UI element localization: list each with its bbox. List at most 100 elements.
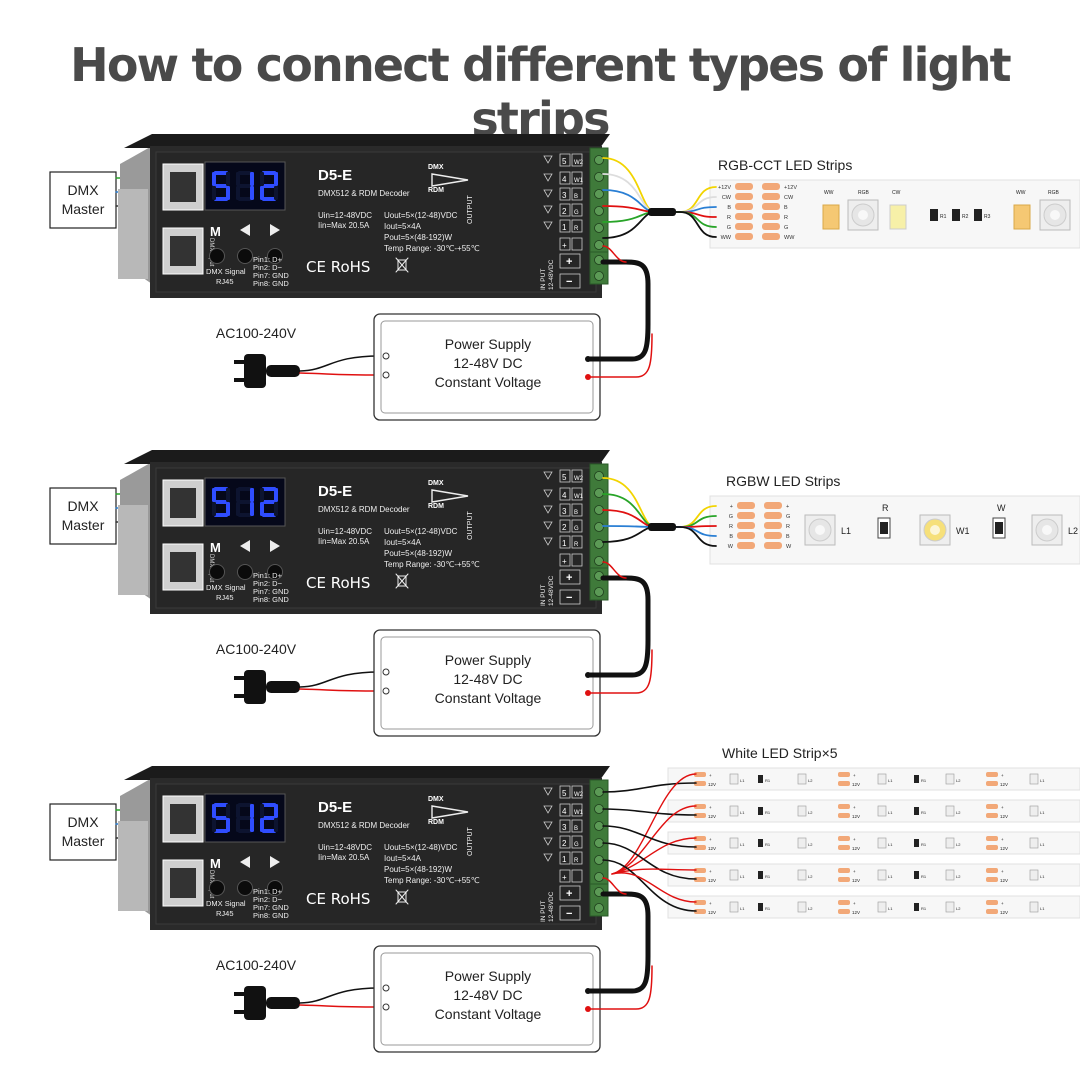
terminal-number-box — [559, 219, 571, 233]
solder-pad — [735, 213, 753, 220]
led-chip — [1029, 837, 1039, 849]
button-m-label: M — [210, 540, 221, 555]
led-label: L2 — [808, 810, 813, 815]
dc-wire-red — [587, 649, 653, 694]
controller-lid — [124, 134, 610, 148]
terminal-screw — [594, 539, 604, 549]
terminal-number: 3 — [562, 191, 567, 200]
pad-label: 12V — [852, 910, 860, 915]
display-segment — [226, 172, 230, 186]
terminal-number: 4 — [562, 175, 567, 184]
resistor-chip — [914, 775, 919, 783]
display-segment — [262, 197, 276, 201]
terminal-number: 2 — [562, 523, 567, 532]
dmx-master-box — [49, 803, 117, 861]
solder-pad — [694, 836, 706, 841]
input-terminal-symbol: − — [566, 592, 572, 604]
signal-label: DMX Signal — [206, 267, 246, 276]
spec-right: Iout=5×4A — [384, 854, 422, 863]
led-chip — [877, 837, 887, 849]
spec-right: Uout=5×(12-48)VDC — [384, 211, 458, 220]
display-segment — [250, 172, 254, 186]
solder-pad — [986, 845, 998, 850]
display-segment — [250, 804, 254, 818]
terminal-number-box — [559, 785, 571, 799]
terminal-code-box — [571, 785, 583, 799]
display-segment — [226, 186, 230, 200]
led-label: L1 — [888, 778, 893, 783]
control-button-1 — [209, 248, 225, 264]
led-core — [1050, 210, 1060, 220]
display-segment — [226, 488, 230, 502]
terminal-code: W1 — [574, 810, 584, 816]
weee-bin-icon — [397, 259, 407, 271]
display-segment — [212, 172, 216, 186]
model-subtitle: DMX512 & RDM Decoder — [318, 189, 410, 198]
solder-pad — [694, 813, 706, 818]
terminal-number-box — [559, 851, 571, 865]
dmx-master-label: DMX — [67, 182, 99, 198]
strip-wire — [602, 493, 717, 528]
display-segment — [226, 502, 230, 516]
strip-wire-red — [611, 837, 697, 875]
led-chip — [729, 901, 739, 913]
warm-white-led — [1013, 204, 1031, 230]
diode-icon — [543, 837, 553, 846]
led-label: RGB — [858, 190, 870, 196]
pad-label: 12V — [708, 782, 716, 787]
strip-title: White LED Strip×5 — [722, 745, 838, 761]
pin-label: Pin7: GND — [253, 271, 289, 280]
power-supply-inner — [380, 320, 594, 414]
led-label: L1 — [888, 842, 893, 847]
terminal-code: W1 — [574, 178, 584, 184]
power-supply-label: Power Supply — [445, 652, 531, 668]
terminal-code: W2 — [574, 160, 584, 166]
input-terminal-symbol: − — [566, 908, 572, 920]
spec-left: Uin=12-48VDC — [318, 211, 372, 220]
pad-label: + — [730, 504, 733, 510]
terminal-code-box — [571, 487, 583, 501]
led-chip — [877, 773, 887, 785]
terminal-number-box — [559, 803, 571, 817]
signal-label: DMX Signal — [206, 583, 246, 592]
arrow-left-icon — [240, 540, 250, 552]
cert-label: CE RoHS — [306, 258, 370, 276]
input-terminal-symbol: + — [566, 888, 572, 900]
ac-wire-red — [299, 372, 381, 376]
display-segment — [274, 186, 278, 200]
terminal-number-box — [559, 519, 571, 533]
arrow-left-icon — [240, 856, 250, 868]
spec-left: Uin=12-48VDC — [318, 527, 372, 536]
terminal-screw — [594, 838, 604, 848]
terminal-screw — [594, 471, 604, 481]
power-supply-label: 12-48V DC — [453, 355, 522, 371]
terminal-number-box — [559, 869, 571, 883]
solder-pad — [694, 781, 706, 786]
display-segment — [262, 803, 276, 807]
terminal-number: 3 — [562, 507, 567, 516]
solder-pad — [838, 909, 850, 914]
pad-label: + — [1001, 869, 1004, 874]
led-label: L2 — [808, 906, 813, 911]
pin-label: Pin8: GND — [253, 279, 289, 288]
terminal-code-box — [571, 869, 583, 883]
ac-input-label: AC100-240V — [216, 325, 297, 341]
led-label: L2 — [956, 874, 961, 879]
weee-cross — [395, 889, 409, 905]
pad-label: + — [853, 901, 856, 906]
display-segment — [250, 186, 254, 200]
led-label: L1 — [740, 842, 745, 847]
input-label: IN PUT — [540, 901, 547, 922]
pad-label: CW — [784, 195, 794, 201]
led-label: WW — [1016, 190, 1026, 196]
terminal-screw — [594, 855, 604, 865]
terminal-number: 4 — [562, 491, 567, 500]
display-segment — [214, 829, 228, 833]
led-chip — [797, 901, 807, 913]
diode-icon — [543, 821, 553, 830]
solder-pad — [762, 233, 780, 240]
solder-pad — [694, 877, 706, 882]
pad-label: + — [853, 805, 856, 810]
power-supply-box — [373, 313, 601, 421]
